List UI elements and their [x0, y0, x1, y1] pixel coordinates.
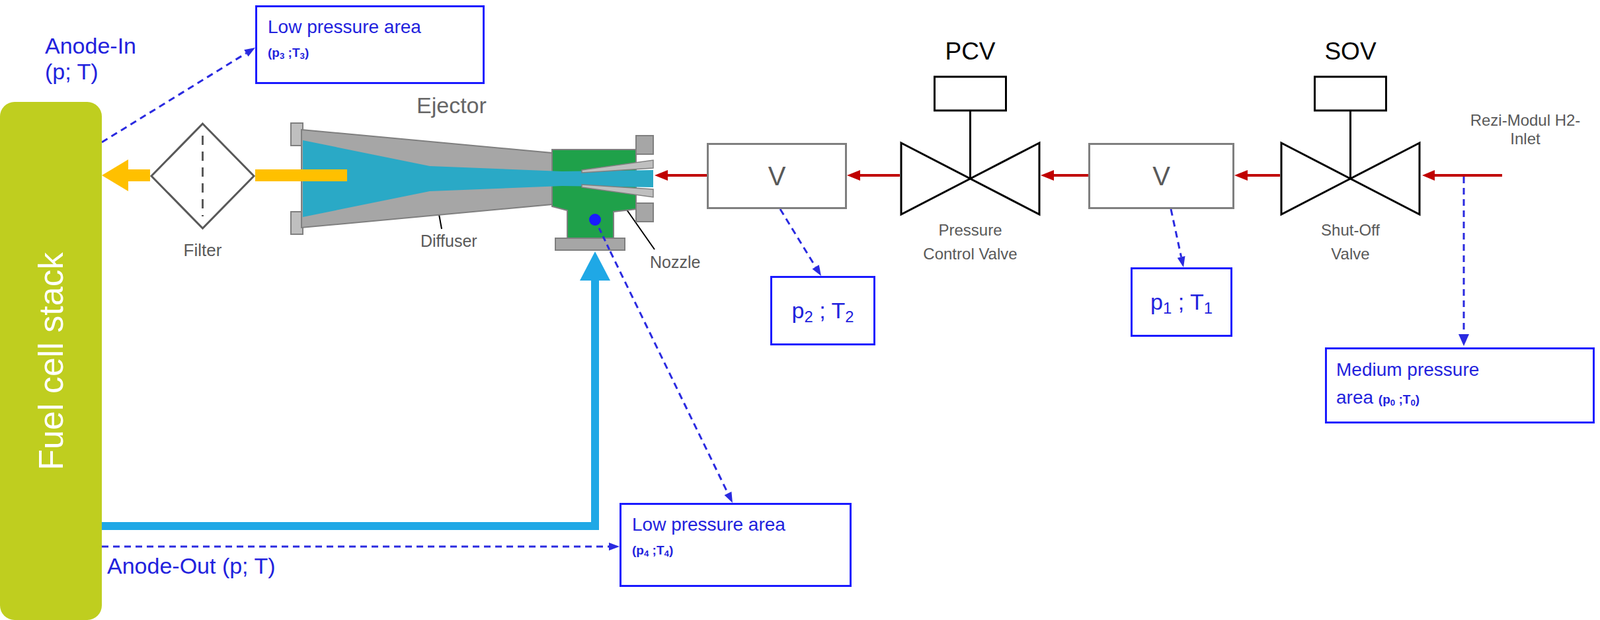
connector: [101, 251, 611, 526]
leader-arrowhead: [1458, 333, 1470, 346]
leader-line: [1463, 176, 1466, 334]
measure-point: [589, 213, 601, 226]
connector-line: [101, 52, 246, 143]
connector-line: [610, 251, 728, 494]
pressure-temperature-label: p1 ; T1: [1150, 288, 1213, 315]
callout-subtext: (p0 ;T0): [1378, 392, 1420, 406]
connector: [654, 169, 707, 181]
callout-subtext: (p3 ;T3): [267, 44, 473, 62]
annotation-label: Anode-In (p; T): [44, 33, 155, 85]
flow-channel: [302, 140, 654, 217]
fuel-cell-stack: Fuel cell stack: [0, 101, 102, 620]
connector: [101, 47, 256, 143]
callout-box: Low pressure area (p3 ;T3): [255, 5, 485, 84]
annotation-label: Diffuser: [420, 231, 478, 251]
connector-line: [860, 173, 900, 177]
connector: [610, 251, 733, 503]
filter-symbol: [150, 122, 256, 230]
valve-caption: Shut-Off Valve: [1301, 218, 1401, 266]
connector-line: [255, 169, 291, 182]
valve-actuator: [1315, 76, 1387, 111]
arrowhead: [724, 491, 733, 503]
callout-box: p2 ; T2: [770, 275, 876, 346]
volume-label: V: [768, 161, 787, 192]
arrowhead: [846, 169, 861, 181]
valve-symbol: SOV Shut-Off Valve: [1280, 36, 1421, 266]
valve-symbol: PCV Pressure Control Valve: [899, 36, 1041, 266]
nozzle-flange: [636, 202, 654, 222]
arrowhead: [812, 264, 822, 276]
arrowhead: [608, 542, 620, 551]
valve-stem: [969, 110, 972, 179]
arrowhead: [1177, 255, 1186, 268]
connector-line: [1247, 173, 1280, 177]
callout-box: Medium pressure area (p0 ;T0): [1324, 347, 1595, 424]
valve-body: [1350, 142, 1421, 215]
inlet-line: [1433, 173, 1503, 177]
volume-box: V: [706, 142, 847, 209]
arrowhead: [579, 251, 611, 281]
arrowhead: [101, 159, 129, 192]
valve-actuator: [934, 76, 1007, 111]
connector-line: [1053, 173, 1089, 177]
nozzle: [581, 184, 654, 198]
connector-line: [667, 173, 707, 177]
connector-line: [101, 545, 609, 548]
arrowhead: [1234, 169, 1248, 181]
callout-text: Low pressure area: [267, 15, 473, 40]
connector: [101, 159, 151, 192]
volume-box: V: [1088, 142, 1235, 209]
pressure-temperature-label: p2 ; T2: [792, 297, 855, 324]
arrowhead: [654, 169, 668, 181]
suction-chamber: [552, 149, 637, 240]
volume-label: V: [1152, 161, 1171, 192]
callout-text-wrap: Medium pressure area (p0 ;T0): [1336, 355, 1502, 414]
ejector: Ejector: [290, 92, 655, 252]
connector: [1234, 169, 1280, 181]
annotation-label: Anode-Out (p; T): [107, 552, 276, 579]
connector: [1040, 169, 1089, 181]
valve-body: [901, 142, 971, 215]
connector: [846, 169, 900, 181]
filter-element: [201, 135, 204, 217]
ejector-label: Ejector: [416, 92, 487, 119]
valve-caption: Pressure Control Valve: [920, 218, 1021, 266]
connector-line: [101, 280, 596, 526]
annotation-label: Rezi-Modul H2-Inlet: [1469, 111, 1582, 149]
callout-text: Low pressure area: [632, 512, 840, 537]
valve-body: [1281, 142, 1351, 215]
callout-subtext: (p4 ;T4): [632, 541, 840, 559]
connector: [101, 542, 620, 551]
valve-body: [970, 142, 1040, 215]
stack-label: Fuel cell stack: [31, 251, 71, 470]
filter-label: Filter: [150, 240, 256, 261]
nozzle: [581, 160, 654, 173]
valve-name: SOV: [1280, 36, 1421, 67]
connector-line: [780, 208, 816, 267]
connector: [1170, 208, 1185, 268]
inlet-arrowhead: [1422, 169, 1435, 181]
filter-outline: [151, 123, 254, 229]
connector: [255, 175, 291, 176]
valve-stem: [1349, 110, 1352, 179]
callout-box: p1 ; T1: [1130, 267, 1233, 337]
connector: [780, 208, 822, 276]
connector-line: [1170, 208, 1182, 257]
nozzle-flange: [636, 135, 654, 155]
suction-flange: [555, 238, 625, 250]
connector-line: [128, 169, 151, 182]
callout-box: Low pressure area (p4 ;T4): [619, 502, 852, 587]
outlet-flow: [290, 169, 348, 182]
filter-diamond: Filter: [150, 122, 256, 261]
arrowhead: [243, 47, 256, 57]
valve-name: PCV: [899, 36, 1041, 67]
arrowhead: [1040, 169, 1054, 181]
annotation-label: Nozzle: [649, 252, 701, 272]
